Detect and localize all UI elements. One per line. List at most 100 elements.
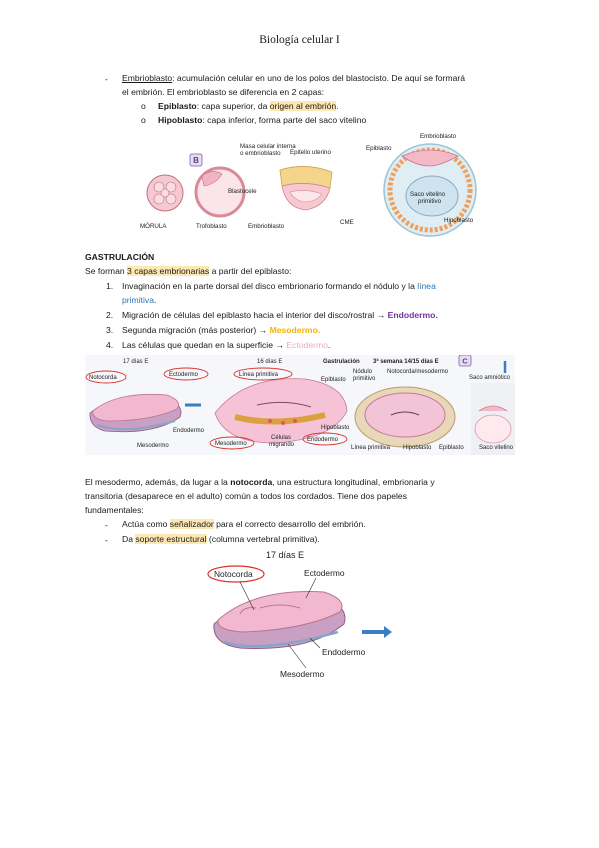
list-item-1: Invaginación en la parte dorsal del disc… [122, 279, 514, 293]
item1-post: . [154, 295, 157, 305]
intro-post: a partir del epiblasto: [209, 266, 292, 276]
embrioblasto-term: Embrioblasto [122, 73, 173, 83]
label-16dias: 16 días E [257, 359, 282, 365]
badge-c [458, 355, 472, 367]
item1-blue: línea [417, 281, 436, 291]
label-blastocele: Blastocele [228, 188, 257, 195]
sub-bullet: o [141, 115, 146, 125]
mesodermo-line1: El mesodermo, además, da lugar a la noto… [85, 475, 515, 489]
badge-c-label: C [462, 357, 468, 366]
list-num-2: 2. [106, 310, 114, 320]
label-ectodermo: Ectodermo [169, 372, 199, 378]
bullet-dash: - [105, 535, 108, 545]
label-epiblasto: Epiblasto [366, 145, 392, 152]
leader-ectodermo [305, 577, 317, 599]
implanted-blastocyst-drawing [383, 143, 477, 237]
leader-notocorda [239, 581, 255, 611]
meso-line1-post: , una estructura longitudinal, embrionar… [272, 477, 435, 487]
label-morula: MÓRULA [140, 223, 167, 230]
label-epiblasto2: Epiblasto [439, 445, 464, 451]
mesodermo-line3: fundamentales: [85, 505, 144, 515]
embrioblasto-line: Embrioblasto: acumulación celular en uno… [122, 71, 522, 85]
epiblasto-text: : capa superior, da [196, 101, 270, 111]
b1-highlight: señalizador [169, 519, 214, 529]
embryo-16-drawing [214, 378, 348, 444]
label-ectodermo-large: Ectodermo [304, 568, 345, 578]
gastrulation-figure: C 17 días E Notocorda Ectodermo Endoderm… [85, 355, 515, 455]
intro-pre: Se forman [85, 266, 128, 276]
implantation-drawing [279, 166, 333, 211]
gastrulacion-title: GASTRULACIÓN [85, 252, 155, 262]
notochord-figure: 17 días E Notocorda Ectodermo Endodermo … [207, 550, 392, 679]
circle-notocorda-large [207, 565, 265, 583]
list-item-2: Migración de células del epiblasto hacia… [122, 308, 438, 322]
label-endodermo-large: Endodermo [322, 647, 366, 657]
mesodermo-line2: transitoria (desaparece en el adulto) co… [85, 491, 407, 501]
hipoblasto-text: : capa inferior, forma parte del saco vi… [202, 115, 367, 125]
list-num-3: 3. [106, 325, 114, 335]
item2-post: . [435, 310, 438, 320]
epiblasto-term: Epiblasto [158, 101, 197, 111]
label-epiblasto: Epiblasto [321, 377, 346, 383]
label-saco-amniotico: Saco amniótico [469, 375, 511, 381]
label-masa: Masa celular interna [240, 143, 296, 150]
sub-bullet: o [141, 101, 146, 111]
label-notomeso: Notocorda/mesodermo [387, 369, 449, 375]
gastrulacion-intro: Se forman 3 capas embrionarias a partir … [85, 264, 291, 278]
arrow-head [384, 626, 392, 638]
label-saco2: primitivo [418, 198, 442, 205]
item1-blue2: primitiva [122, 295, 154, 305]
leader-endodermo [309, 637, 321, 649]
label-hipoblasto: Hipoblasto [444, 217, 474, 224]
hipoblasto-line: Hipoblasto: capa inferior, forma parte d… [158, 113, 366, 127]
meso-bullet-1: Actúa como señalizador para el correcto … [122, 517, 366, 531]
label-mesodermo-large: Mesodermo [280, 669, 325, 679]
item4-post: . [327, 340, 331, 350]
label-celulas1: Células [271, 435, 291, 441]
epiblasto-end: . [336, 101, 339, 111]
circle-notocorda [85, 370, 127, 384]
label-endodermo: Endodermo [173, 428, 205, 434]
label-embrioblasto-bottom: Embrioblasto [248, 223, 285, 230]
embrioblasto-def: : acumulación celular en uno de los polo… [172, 73, 465, 83]
epiblasto-line: Epiblasto: capa superior, da origen al e… [158, 99, 339, 113]
bullet-dash: - [105, 520, 108, 530]
label-mesodermo: Mesodermo [137, 443, 169, 449]
item1-pre: Invaginación en la parte dorsal del disc… [122, 281, 418, 291]
label-saco1: Saco vitelino [410, 191, 446, 198]
label-nodulo1: Nódulo [353, 369, 373, 375]
item3-pre: Segunda migración (más posterior) → [122, 325, 270, 335]
page-header: Biología celular I [259, 34, 340, 46]
list-item-1-line2: primitiva. [122, 293, 156, 307]
label-hipoblasto: Hipoblasto [321, 425, 350, 431]
b1-pre: Actúa como [122, 519, 170, 529]
label-nodulo2: primitivo [353, 376, 376, 382]
label-hipoblasto2: Hipoblasto [403, 445, 432, 451]
label-trofoblasto: Trofoblasto [196, 223, 227, 230]
b1-post: para el correcto desarrollo del embrión. [213, 519, 366, 529]
item2-pre: Migración de células del epiblasto hacia… [122, 310, 388, 320]
item3-mesodermo: Mesodermo [269, 325, 318, 335]
label-gastrulacion: Gastrulación [323, 359, 360, 365]
item4-pre: Las células que quedan en la superficie … [122, 340, 287, 350]
circle-ectodermo [163, 367, 209, 381]
label-linea2: Línea primitiva [351, 445, 391, 451]
label-notocorda: Notocorda [89, 375, 117, 381]
epiblasto-highlight: origen al embrión [269, 101, 337, 111]
embryo-17-drawing [89, 394, 201, 433]
label-semana: 3ª semana 14/15 días E [373, 358, 439, 365]
label-linea: Línea primitiva [239, 372, 279, 378]
list-num-1: 1. [106, 281, 114, 291]
blastocyst-drawing [194, 166, 246, 218]
label-mesodermo2: Mesodermo [215, 441, 247, 447]
label-epitelio: Epitelio uterino [290, 149, 331, 156]
label-17dias: 17 días E [123, 359, 148, 365]
list-num-4: 4. [106, 340, 114, 350]
embryo-15-drawing [354, 386, 456, 448]
blastocyst-figure: B Masa celular interna o embrioblasto Bl… [140, 133, 477, 237]
meso-notocorda: notocorda [230, 477, 273, 487]
badge-b-label: B [193, 156, 199, 165]
label-celulas2: migrando [269, 442, 295, 448]
b2-pre: Da [122, 534, 136, 544]
